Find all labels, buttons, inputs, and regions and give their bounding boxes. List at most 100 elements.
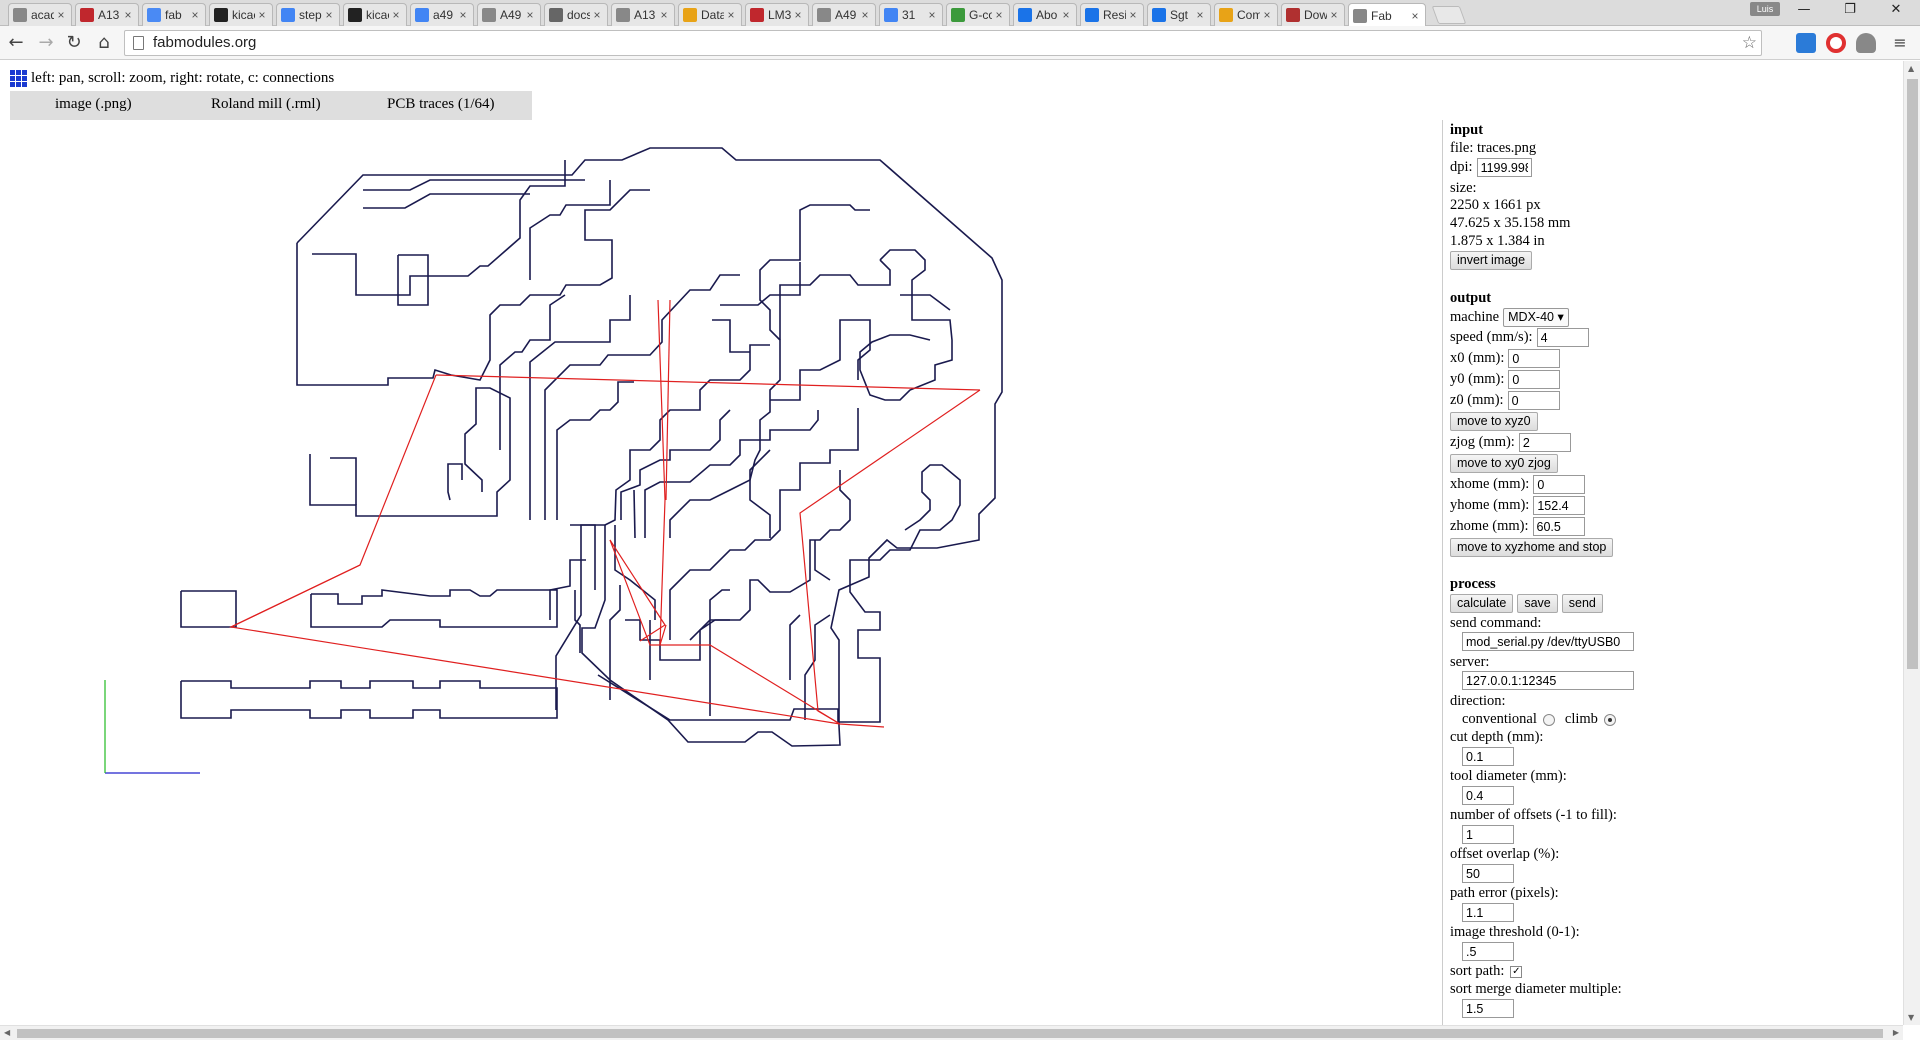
horizontal-scrollbar[interactable]: ◀ ▶ — [0, 1025, 1903, 1040]
tab-close-icon[interactable]: × — [727, 8, 735, 22]
path-error-input[interactable] — [1462, 903, 1514, 922]
tab-close-icon[interactable]: × — [258, 8, 266, 22]
tab-close-icon[interactable]: × — [1062, 8, 1070, 22]
tool-diameter-input[interactable] — [1462, 786, 1514, 805]
forward-icon[interactable]: → — [38, 32, 54, 53]
scroll-right-icon[interactable]: ▶ — [1892, 1028, 1899, 1037]
x0-input[interactable] — [1508, 349, 1561, 368]
browser-tab[interactable]: Sgt× — [1147, 3, 1211, 26]
vertical-scrollbar[interactable]: ▲ ▼ — [1903, 61, 1920, 1025]
move-to-xy0-zjog-button[interactable]: move to xy0 zjog — [1450, 454, 1558, 473]
toolpath-canvas[interactable] — [10, 120, 1440, 1025]
browser-tab[interactable]: Com× — [1214, 3, 1278, 26]
tab-close-icon[interactable]: × — [1411, 8, 1419, 23]
tab-close-icon[interactable]: × — [1263, 8, 1271, 22]
minimize-icon[interactable]: — — [1797, 2, 1811, 17]
tab-close-icon[interactable]: × — [57, 8, 65, 22]
tab-close-icon[interactable]: × — [1196, 8, 1204, 22]
tab-close-icon[interactable]: × — [124, 8, 132, 22]
browser-tab[interactable]: docs× — [544, 3, 608, 26]
cut-depth-input[interactable] — [1462, 747, 1514, 766]
tab-pcb-traces[interactable]: PCB traces (1/64) — [387, 96, 495, 112]
scroll-left-icon[interactable]: ◀ — [4, 1028, 11, 1037]
tab-close-icon[interactable]: × — [995, 8, 1003, 22]
tab-close-icon[interactable]: × — [794, 8, 802, 22]
machine-select[interactable]: MDX-40 ▾ — [1503, 308, 1569, 327]
send-command-input[interactable] — [1462, 632, 1634, 651]
server-input[interactable] — [1462, 671, 1634, 690]
browser-tab[interactable]: acad× — [8, 3, 72, 26]
new-tab-button[interactable] — [1431, 6, 1467, 24]
grid-menu-icon[interactable] — [10, 70, 27, 87]
bookmark-star-icon[interactable]: ☆ — [1741, 33, 1757, 53]
browser-tab[interactable]: Data× — [678, 3, 742, 26]
browser-tab[interactable]: kicac× — [343, 3, 407, 26]
zhome-input[interactable] — [1532, 517, 1585, 536]
tab-close-icon[interactable]: × — [660, 8, 668, 22]
climb-radio[interactable] — [1603, 713, 1616, 726]
speed-input[interactable] — [1536, 328, 1589, 347]
sort-path-checkbox[interactable]: ✓ — [1510, 965, 1523, 978]
browser-tab[interactable]: G-co× — [946, 3, 1010, 26]
scroll-up-icon[interactable]: ▲ — [1908, 64, 1915, 73]
browser-tab[interactable]: Dow× — [1281, 3, 1345, 26]
send-button[interactable]: send — [1561, 594, 1603, 613]
profile-button[interactable]: Luis — [1750, 2, 1780, 16]
move-to-xyzhome-button[interactable]: move to xyzhome and stop — [1450, 538, 1614, 557]
dpi-input[interactable] — [1476, 158, 1532, 177]
tab-close-icon[interactable]: × — [1330, 8, 1338, 22]
tab-close-icon[interactable]: × — [593, 8, 601, 22]
browser-tab[interactable]: Fab× — [1348, 3, 1426, 27]
tab-close-icon[interactable]: × — [325, 8, 333, 22]
overlap-input[interactable] — [1462, 864, 1514, 883]
browser-tab[interactable]: Abo× — [1013, 3, 1077, 26]
tab-close-icon[interactable]: × — [526, 8, 534, 22]
sort-merge-input[interactable] — [1462, 999, 1514, 1018]
move-to-xyz0-button[interactable]: move to xyz0 — [1450, 412, 1538, 431]
threshold-input[interactable] — [1462, 942, 1514, 961]
browser-tab[interactable]: step× — [276, 3, 340, 26]
browser-tab[interactable]: kicac× — [209, 3, 273, 26]
browser-tab[interactable]: fab× — [142, 3, 206, 26]
tab-close-icon[interactable]: × — [1129, 8, 1137, 22]
save-button[interactable]: save — [1517, 594, 1558, 613]
conventional-radio[interactable] — [1542, 713, 1555, 726]
tab-close-icon[interactable]: × — [928, 8, 936, 22]
close-icon[interactable]: ✕ — [1890, 2, 1902, 17]
offsets-input[interactable] — [1462, 825, 1514, 844]
tab-title: LM3 — [768, 8, 791, 22]
tab-close-icon[interactable]: × — [191, 8, 199, 22]
xhome-input[interactable] — [1533, 475, 1586, 494]
back-icon[interactable]: ← — [8, 32, 24, 53]
browser-tab[interactable]: LM3× — [745, 3, 809, 26]
reload-icon[interactable]: ↻ — [66, 32, 82, 53]
browser-tab[interactable]: A13× — [75, 3, 139, 26]
tab-close-icon[interactable]: × — [392, 8, 400, 22]
browser-tab[interactable]: Resi× — [1080, 3, 1144, 26]
browser-tab[interactable]: A49× — [477, 3, 541, 26]
z0-input[interactable] — [1507, 391, 1560, 410]
tab-close-icon[interactable]: × — [861, 8, 869, 22]
zjog-input[interactable] — [1518, 433, 1571, 452]
home-icon[interactable]: ⌂ — [98, 32, 110, 53]
menu-icon[interactable]: ≡ — [1893, 33, 1907, 52]
extension-icon[interactable] — [1796, 33, 1816, 53]
horizontal-scroll-thumb[interactable] — [17, 1029, 1883, 1038]
browser-tab[interactable]: 31× — [879, 3, 943, 26]
yhome-input[interactable] — [1533, 496, 1586, 515]
tab-image-png[interactable]: image (.png) — [55, 96, 132, 112]
browser-tab[interactable]: A49× — [812, 3, 876, 26]
invert-image-button[interactable]: invert image — [1450, 251, 1533, 270]
address-bar[interactable]: fabmodules.org ☆ — [124, 30, 1762, 56]
calculate-button[interactable]: calculate — [1450, 594, 1514, 613]
scroll-down-icon[interactable]: ▼ — [1908, 1013, 1915, 1022]
browser-tab[interactable]: a49× — [410, 3, 474, 26]
tab-close-icon[interactable]: × — [459, 8, 467, 22]
tab-roland-mill-rml[interactable]: Roland mill (.rml) — [211, 96, 321, 112]
cloud-extension-icon[interactable] — [1856, 33, 1876, 53]
browser-tab[interactable]: A13× — [611, 3, 675, 26]
y0-input[interactable] — [1508, 370, 1561, 389]
opera-extension-icon[interactable] — [1826, 33, 1846, 53]
vertical-scroll-thumb[interactable] — [1907, 79, 1918, 669]
maximize-icon[interactable]: ❐ — [1844, 2, 1856, 17]
